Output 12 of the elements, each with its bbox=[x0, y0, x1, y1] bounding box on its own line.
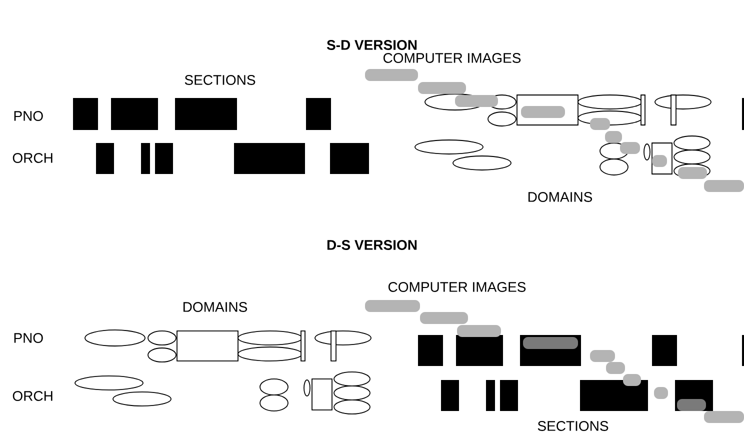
series-label: COMPUTER IMAGES bbox=[383, 53, 521, 63]
series-label: DOMAINS bbox=[183, 302, 248, 312]
series-label: SECTIONS bbox=[184, 75, 256, 85]
series-label: SECTIONS bbox=[538, 421, 608, 431]
row-label: ORCH bbox=[12, 153, 52, 163]
version-heading: S-D VERSION bbox=[326, 40, 417, 50]
row-label: PNO bbox=[14, 111, 43, 121]
series-label: DOMAINS bbox=[528, 192, 592, 202]
row-label: ORCH bbox=[12, 391, 52, 401]
series-label: COMPUTER IMAGES bbox=[388, 282, 526, 292]
version-heading: D-S VERSION bbox=[327, 240, 417, 250]
row-label: PNO bbox=[14, 333, 43, 343]
